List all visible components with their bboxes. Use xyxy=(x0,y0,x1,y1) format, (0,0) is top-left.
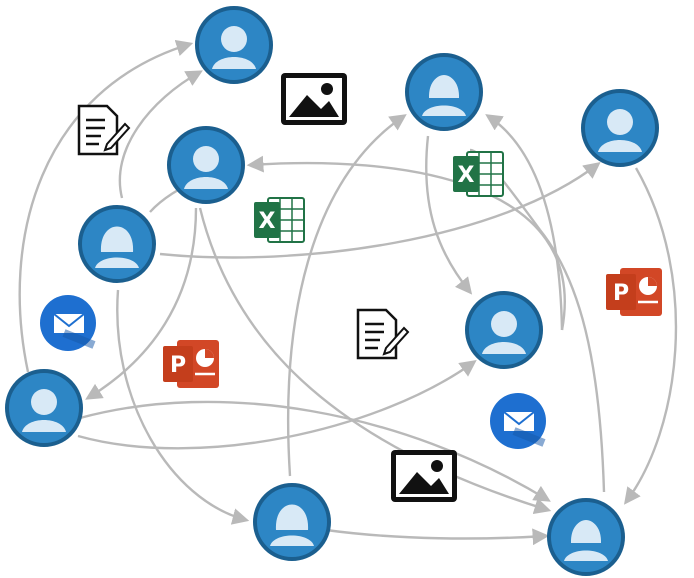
edge xyxy=(539,229,606,493)
edge xyxy=(79,400,551,502)
document-icon[interactable] xyxy=(356,308,410,360)
shared-files: X X P P xyxy=(40,73,662,502)
email-icon[interactable] xyxy=(40,295,96,351)
powerpoint-glyph: P xyxy=(613,281,629,306)
excel-icon[interactable]: X xyxy=(254,197,305,243)
person-avatar[interactable] xyxy=(547,498,625,576)
edge xyxy=(118,70,203,199)
edge xyxy=(623,167,678,505)
person-avatar[interactable] xyxy=(167,126,245,204)
edge xyxy=(425,135,473,295)
edge xyxy=(159,161,601,259)
image-icon[interactable] xyxy=(391,450,457,502)
edge xyxy=(77,360,477,450)
powerpoint-glyph: P xyxy=(170,353,186,378)
email-icon[interactable] xyxy=(490,393,546,449)
powerpoint-icon[interactable]: P xyxy=(163,340,219,388)
edge xyxy=(287,114,407,477)
edge xyxy=(198,207,552,515)
connections xyxy=(18,39,678,546)
people-nodes xyxy=(5,6,659,576)
person-avatar[interactable] xyxy=(253,483,331,561)
excel-icon[interactable]: X xyxy=(453,151,504,197)
image-icon[interactable] xyxy=(281,73,347,125)
excel-glyph: X xyxy=(458,163,475,188)
person-avatar[interactable] xyxy=(78,205,156,283)
person-avatar[interactable] xyxy=(195,6,273,84)
excel-glyph: X xyxy=(259,209,276,234)
edge xyxy=(18,39,194,373)
edge xyxy=(85,207,198,400)
person-avatar[interactable] xyxy=(5,369,83,447)
edge xyxy=(325,528,550,546)
edge xyxy=(116,289,250,525)
document-icon[interactable] xyxy=(77,104,131,156)
edge xyxy=(485,114,564,331)
person-avatar[interactable] xyxy=(581,89,659,167)
person-avatar[interactable] xyxy=(405,53,483,131)
person-avatar[interactable] xyxy=(465,291,543,369)
powerpoint-icon[interactable]: P xyxy=(606,268,662,316)
